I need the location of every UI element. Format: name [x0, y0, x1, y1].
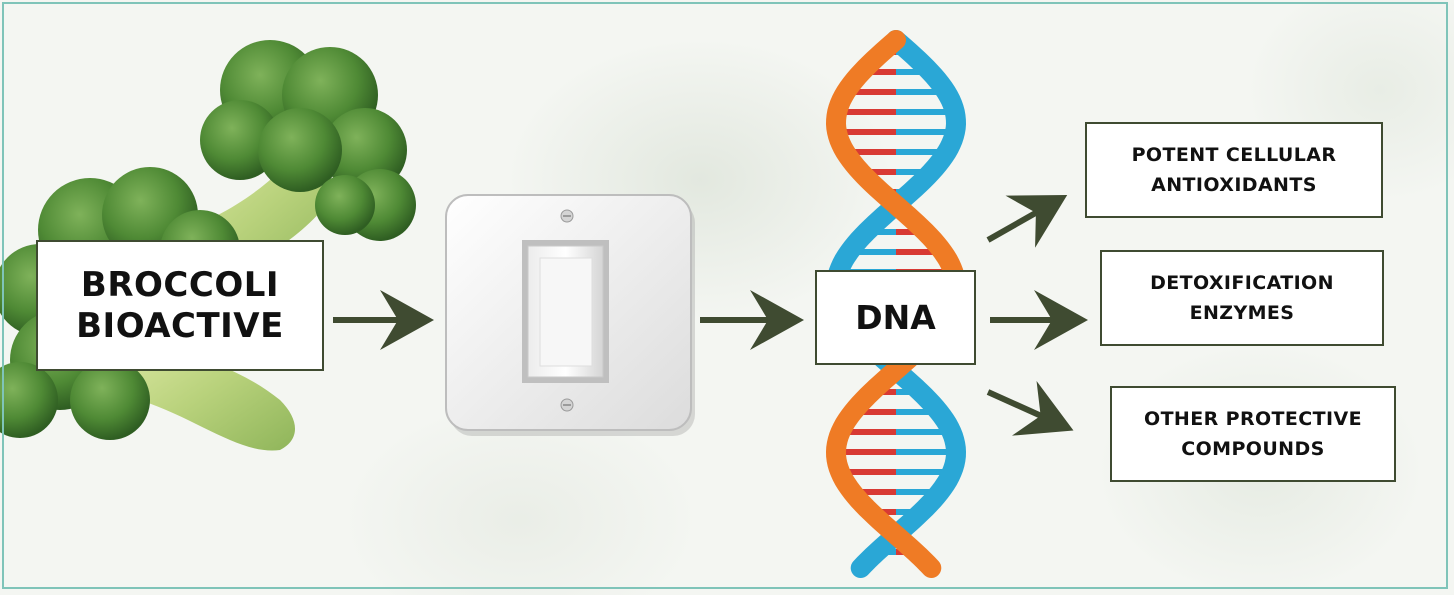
output-box-enzymes: DETOXIFICATION ENZYMES [1100, 250, 1384, 346]
dna-label: DNA [855, 298, 936, 337]
output-box-compounds: OTHER PROTECTIVE COMPOUNDS [1110, 386, 1396, 482]
source-label: BROCCOLI BIOACTIVE [76, 264, 284, 346]
output-label: POTENT CELLULAR ANTIOXIDANTS [1131, 144, 1337, 196]
dna-box: DNA [815, 270, 976, 365]
arrow-dna-to-compounds [986, 380, 1074, 436]
broccoli-icon [0, 40, 416, 451]
source-box: BROCCOLI BIOACTIVE [36, 240, 324, 371]
output-box-antioxidants: POTENT CELLULAR ANTIOXIDANTS [1085, 122, 1383, 218]
output-label: OTHER PROTECTIVE COMPOUNDS [1144, 408, 1362, 460]
arrow-dna-to-antioxidants [986, 195, 1068, 248]
output-label: DETOXIFICATION ENZYMES [1150, 272, 1334, 324]
